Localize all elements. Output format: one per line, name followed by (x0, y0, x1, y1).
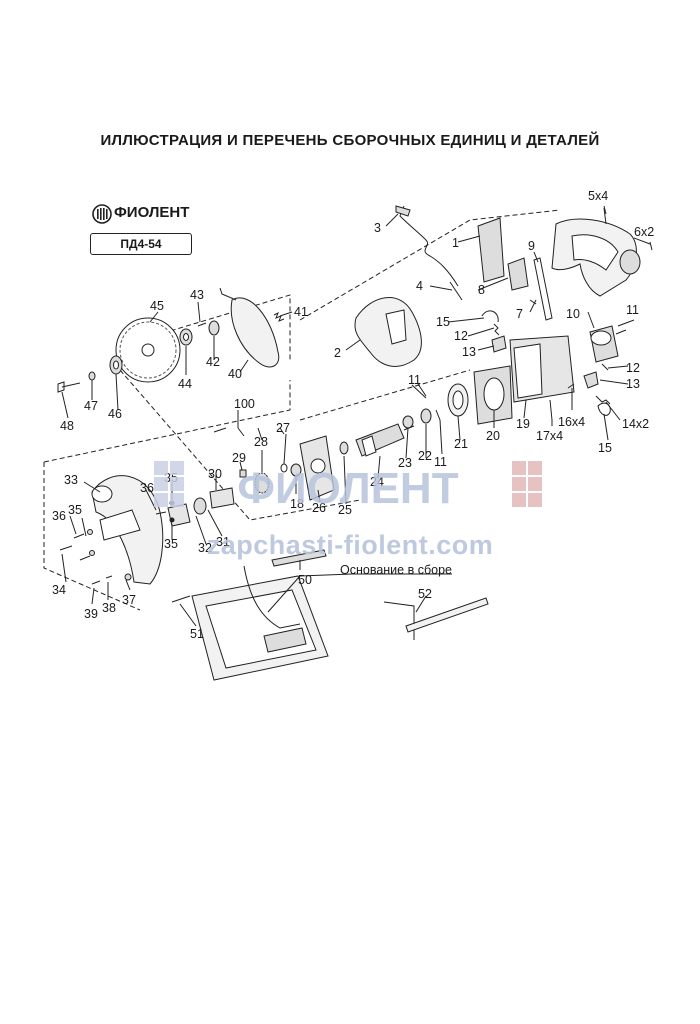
callout-21: 21 (454, 437, 468, 451)
callout-100: 100 (234, 397, 255, 411)
callout-52: 52 (418, 587, 432, 601)
callout-45: 45 (150, 299, 164, 313)
callout-11c: 11 (434, 455, 447, 469)
callout-13b: 13 (626, 377, 640, 391)
callout-4: 4 (416, 279, 423, 293)
callout-22: 22 (418, 449, 432, 463)
page-title: ИЛЛЮСТРАЦИЯ И ПЕРЕЧЕНЬ СБОРОЧНЫХ ЕДИНИЦ … (100, 132, 600, 149)
callout-44: 44 (178, 377, 192, 391)
callout-30: 30 (208, 467, 222, 481)
callout-24: 24 (370, 475, 384, 489)
callout-8: 8 (478, 283, 485, 297)
callout-38: 38 (102, 601, 116, 615)
callout-35c: 35 (164, 537, 178, 551)
callout-29: 29 (232, 451, 246, 465)
callout-40: 40 (228, 367, 242, 381)
callout-36a: 36 (52, 509, 66, 523)
callout-47: 47 (84, 399, 98, 413)
callout-50: 50 (298, 573, 312, 587)
callout-12a: 12 (454, 329, 468, 343)
callout-34: 34 (52, 583, 66, 597)
callout-28: 28 (254, 435, 268, 449)
callout-15b: 15 (598, 441, 612, 455)
callout-7: 7 (516, 307, 523, 321)
callout-20: 20 (486, 429, 500, 443)
callout-1: 1 (452, 236, 459, 250)
callout-26: 26 (312, 501, 326, 515)
callout-42: 42 (206, 355, 220, 369)
assembly-label: Основание в сборе (340, 563, 452, 577)
callout-2: 2 (334, 346, 341, 360)
callout-9: 9 (528, 239, 535, 253)
callout-48: 48 (60, 419, 74, 433)
callout-14: 14x2 (622, 417, 649, 431)
callout-12b: 12 (626, 361, 640, 375)
callout-39: 39 (84, 607, 98, 621)
callout-46: 46 (108, 407, 122, 421)
brand-emblem-icon (92, 204, 112, 224)
callout-25: 25 (338, 503, 352, 517)
callout-35a: 35 (68, 503, 82, 517)
callout-11a: 11 (626, 303, 639, 317)
callout-15a: 15 (436, 315, 450, 329)
callout-5: 5x4 (588, 189, 608, 203)
callout-33: 33 (64, 473, 78, 487)
callout-36b: 36 (140, 481, 154, 495)
callout-16: 16x4 (558, 415, 585, 429)
brand-logo: ФИОЛЕНТ (92, 200, 202, 232)
callout-43: 43 (190, 288, 204, 302)
callout-27: 27 (276, 421, 290, 435)
callout-31: 31 (216, 535, 230, 549)
callout-35b: 35 (164, 471, 178, 485)
callout-19: 19 (516, 417, 530, 431)
callout-6: 6x2 (634, 225, 654, 239)
callout-51: 51 (190, 627, 204, 641)
callout-32: 32 (198, 541, 212, 555)
saw-blade (115, 317, 181, 383)
callout-18: 18 (290, 497, 304, 511)
model-badge: ПД4-54 (90, 233, 192, 255)
callout-17: 17x4 (536, 429, 563, 443)
callout-37: 37 (122, 593, 136, 607)
callout-10: 10 (566, 307, 580, 321)
callout-23: 23 (398, 456, 412, 470)
callout-41: 41 (294, 305, 308, 319)
brand-name: ФИОЛЕНТ (114, 204, 190, 221)
callout-3: 3 (374, 221, 381, 235)
callout-13a: 13 (462, 345, 476, 359)
callout-11b: 11 (408, 373, 421, 387)
